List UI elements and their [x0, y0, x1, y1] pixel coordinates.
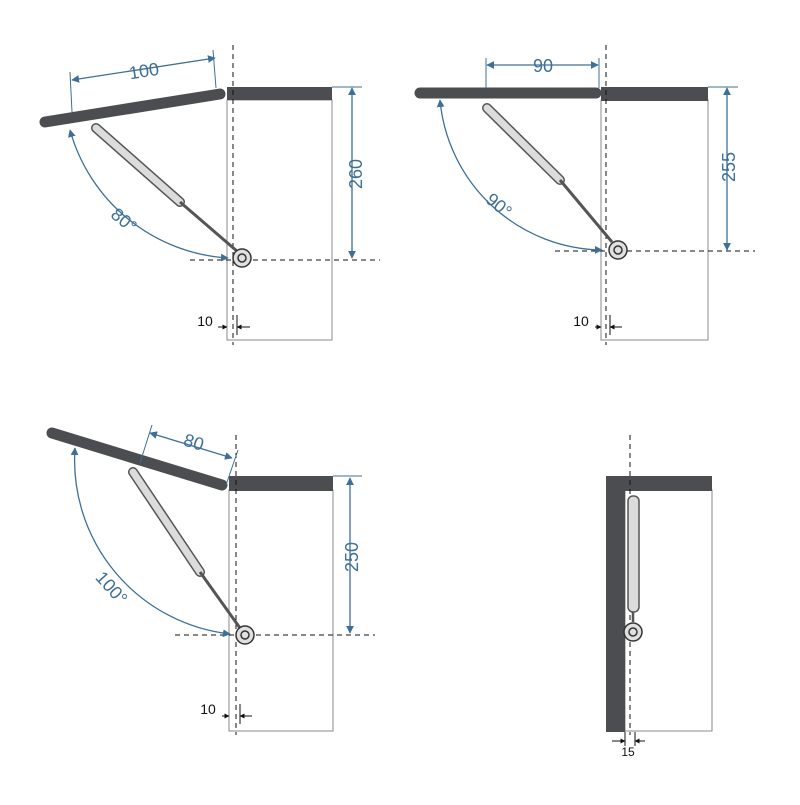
diagram-100-degrees: 80 250 100° 10	[46, 424, 375, 735]
open-lid-panel	[39, 88, 226, 128]
cabinet-outline	[600, 99, 709, 341]
height-label: 255	[719, 152, 739, 182]
strut-mount-icon	[608, 240, 628, 260]
diagram-closed-side-view: 15	[606, 435, 713, 759]
cabinet-top-panel	[606, 476, 712, 491]
angle-label: 90°	[482, 189, 516, 222]
angle-label: 100°	[92, 567, 132, 608]
cabinet-top-panel	[229, 476, 333, 491]
lid-length-label: 100	[128, 59, 161, 83]
offset-label: 15	[621, 745, 635, 759]
cabinet-top-panel	[601, 87, 708, 101]
cabinet-top-panel	[227, 87, 332, 100]
diagram-80-degrees: 100 260 80° 10	[39, 45, 380, 345]
offset-label: 10	[573, 313, 589, 329]
gas-strut	[623, 495, 643, 642]
lid-length-label: 80	[181, 430, 206, 455]
lid-length-label: 90	[533, 56, 553, 76]
angle-label: 80°	[107, 204, 141, 237]
offset-label: 10	[200, 701, 216, 717]
diagram-90-degrees: 90 255 90° 10	[414, 45, 755, 345]
height-label: 250	[342, 542, 362, 572]
height-label: 260	[346, 159, 366, 189]
closed-lid-panel	[606, 476, 625, 732]
cabinet-outline	[228, 489, 334, 732]
strut-mount-icon	[623, 622, 643, 642]
cabinet-outline	[226, 99, 333, 341]
strut-mount-icon	[235, 625, 255, 645]
strut-mount-icon	[232, 248, 252, 268]
offset-label: 10	[197, 313, 213, 329]
